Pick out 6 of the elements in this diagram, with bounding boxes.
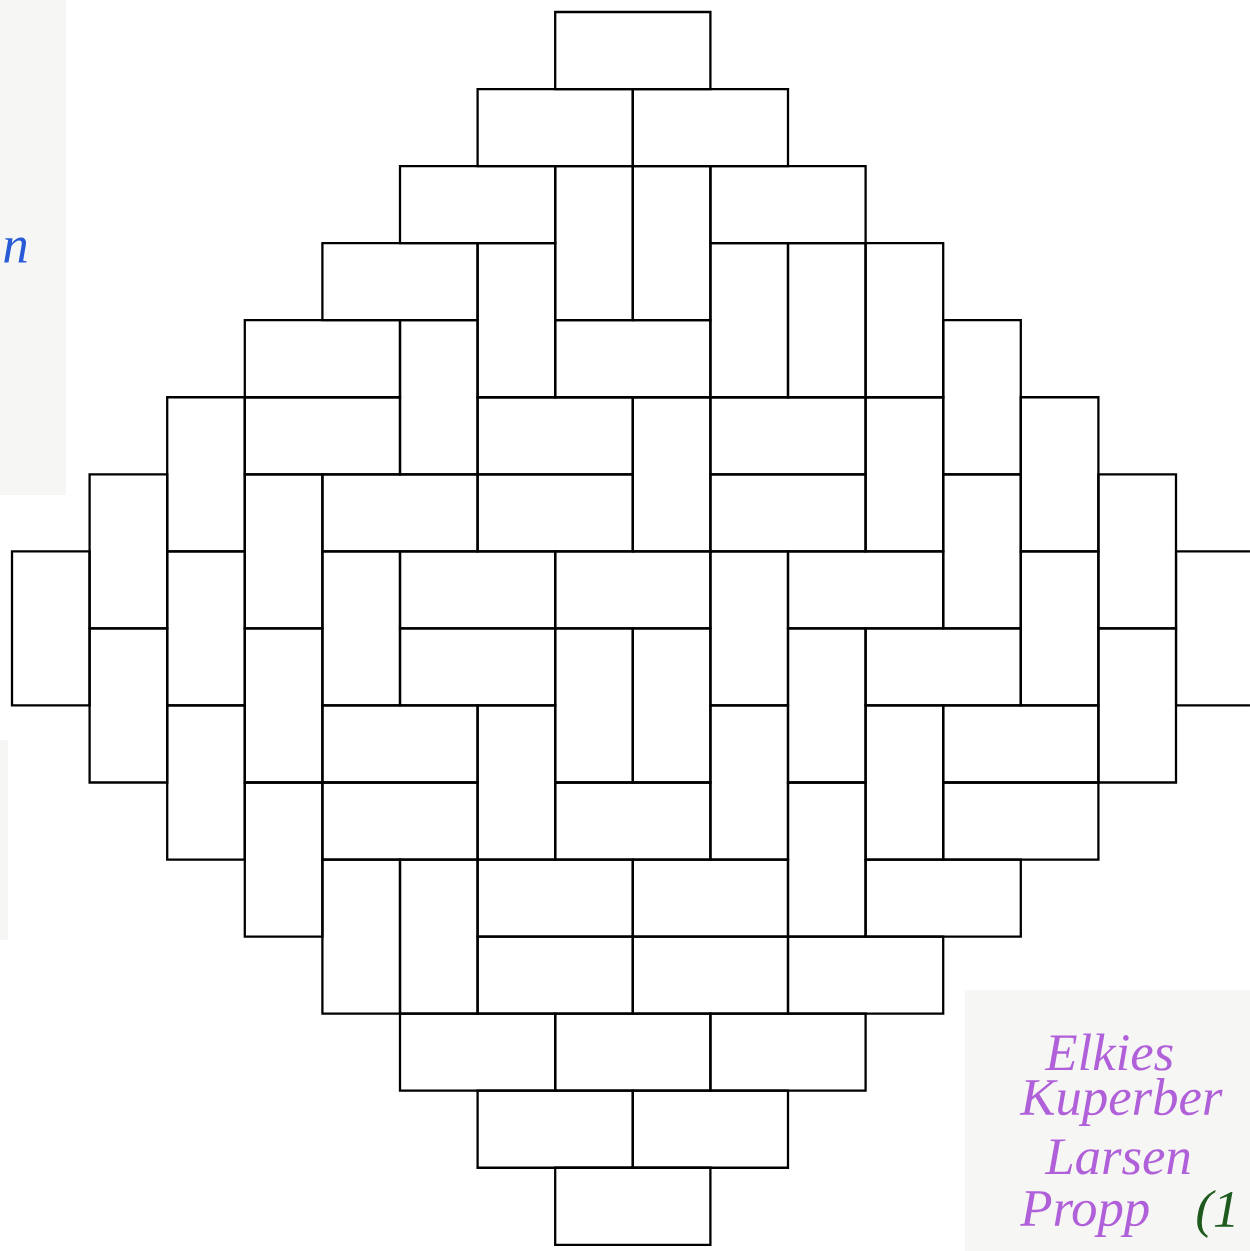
handwritten-note: (1 <box>1197 1190 1234 1238</box>
handwritten-note: Larsen <box>1044 1139 1190 1175</box>
handwritten-note: Elkies <box>1044 1033 1173 1071</box>
handwritten-note: Propp <box>1020 1191 1149 1237</box>
handwritten-note: Kuperber <box>1019 1078 1223 1126</box>
handwritten-note: n <box>4 237 27 263</box>
